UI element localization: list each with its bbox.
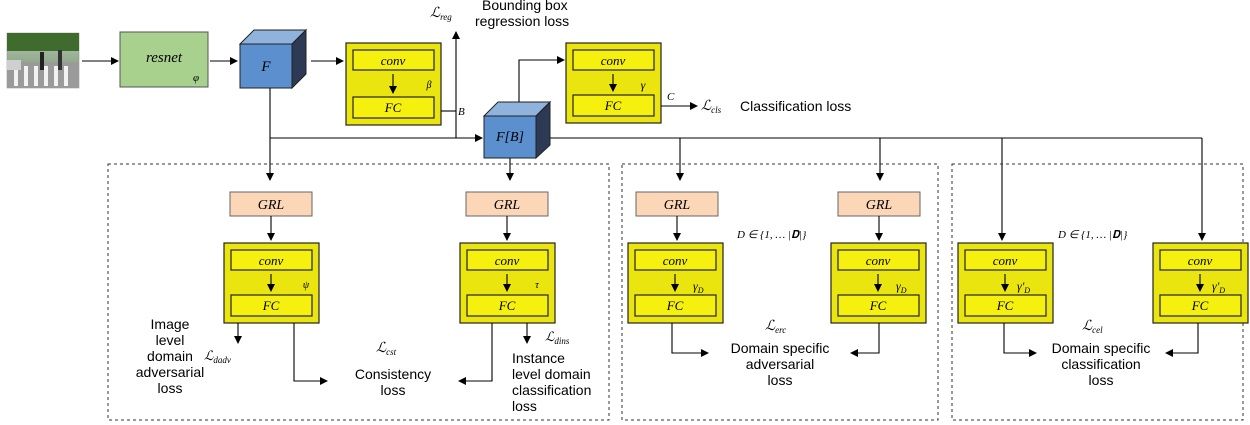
Ldadv-text-1: Image xyxy=(151,316,190,332)
grl-box-2: GRL xyxy=(465,191,549,217)
input-image xyxy=(6,32,80,89)
conv-label: conv xyxy=(381,53,406,68)
B-label: B xyxy=(458,106,465,118)
region-cel xyxy=(951,163,1244,421)
Lcst-symbol: ℒcst xyxy=(376,341,397,357)
arrow-to-Lcst-right xyxy=(458,323,493,385)
resnet-param: φ xyxy=(193,72,199,84)
fc-label: FC xyxy=(666,298,684,313)
F-label: F xyxy=(260,59,271,75)
FB-label: F[B] xyxy=(495,130,524,145)
domain-set-label-cel: D ∈ {1, … |𝐃|} xyxy=(1057,229,1128,241)
fc-label: FC xyxy=(384,100,402,115)
Ldins-text-1: Instance xyxy=(512,350,565,366)
feature-map-F: F xyxy=(238,28,308,90)
grl-box-1: GRL xyxy=(229,191,313,217)
conv-fc-block-beta: conv FC β xyxy=(345,42,442,126)
Lcls-symbol: ℒcls xyxy=(701,99,722,115)
region-image-instance xyxy=(107,163,610,421)
conv-label: conv xyxy=(259,253,284,268)
grl-box-4: GRL xyxy=(837,191,921,217)
Lerc-text-1: Domain specific xyxy=(731,340,830,356)
grl-label: GRL xyxy=(494,198,521,213)
Lcls-text: Classification loss xyxy=(740,98,851,114)
conv-fc-block-tau: conv FC τ xyxy=(459,242,556,324)
grl-box-3: GRL xyxy=(635,191,719,217)
Lerc-symbol: ℒerc xyxy=(765,319,786,335)
domain-set-label-erc: D ∈ {1, … |𝐃|} xyxy=(736,229,807,241)
Lerc-text-2: adversarial xyxy=(746,356,814,372)
fc-label: FC xyxy=(498,298,516,313)
conv-label: conv xyxy=(663,253,688,268)
arrow-FB-gamma xyxy=(518,56,565,102)
fc-label: FC xyxy=(604,98,622,113)
Lcel-text-1: Domain specific xyxy=(1052,340,1151,356)
conv-fc-block-gamma: conv FC γ xyxy=(565,42,662,124)
tau-param: τ xyxy=(535,280,539,291)
fc-label: FC xyxy=(1191,298,1209,313)
Ldins-text-4: loss xyxy=(512,398,537,414)
beta-param: β xyxy=(426,80,432,91)
arrow-to-Lcst-left xyxy=(293,323,328,385)
gammaPrimeD-param: γ'D xyxy=(1017,279,1030,295)
fc-label: FC xyxy=(262,298,280,313)
fc-label: FC xyxy=(996,298,1014,313)
conv-fc-block-gammaD-2: conv FC γD xyxy=(830,242,927,324)
conv-label: conv xyxy=(601,53,626,68)
gammaD-param: γD xyxy=(896,279,907,295)
gammaPrimeD-param: γ'D xyxy=(1212,279,1225,295)
grl-label: GRL xyxy=(664,198,691,213)
conv-fc-block-psi: conv FC ψ xyxy=(223,242,320,324)
fc-label: FC xyxy=(869,298,887,313)
Lerc-text-3: loss xyxy=(768,372,793,388)
gamma-param: γ xyxy=(641,78,646,92)
conv-label: conv xyxy=(866,253,891,268)
Lreg-text-1: Bounding box xyxy=(482,0,568,13)
grl-label: GRL xyxy=(258,198,285,213)
conv-fc-block-gammaPrimeD-1: conv FC γ'D xyxy=(957,242,1054,324)
Ldadv-symbol: ℒdadv xyxy=(204,348,231,365)
arrow-to-Lcel-left xyxy=(1003,323,1037,357)
conv-label: conv xyxy=(993,253,1018,268)
C-label: C xyxy=(667,91,675,103)
arrow-to-Lerc-left xyxy=(671,323,709,357)
resnet-label: resnet xyxy=(146,50,183,66)
region-erc xyxy=(621,163,939,421)
gammaD-param: γD xyxy=(693,279,704,295)
conv-label: conv xyxy=(1188,253,1213,268)
Lreg-text-2: regression loss xyxy=(475,13,569,29)
conv-label: conv xyxy=(495,253,520,268)
feature-map-FB: F[B] xyxy=(482,100,552,160)
Ldadv-text-5: loss xyxy=(158,380,183,396)
resnet-block: resnet φ xyxy=(119,31,209,88)
Lcel-symbol: ℒcel xyxy=(1082,319,1103,335)
arrow-to-Lerc-right xyxy=(850,323,880,357)
Lreg-symbol: ℒreg xyxy=(430,6,452,22)
Lcst-text-1: Consistency xyxy=(355,366,431,382)
Ldadv-text-3: domain xyxy=(147,348,193,364)
arrow-to-Lcel-right xyxy=(1165,323,1199,357)
conv-fc-block-gammaD-1: conv FC γD xyxy=(627,242,724,324)
Ldadv-text-2: level xyxy=(156,332,185,348)
Ldins-text-2: level domain xyxy=(512,366,591,382)
conv-fc-block-gammaPrimeD-2: conv FC γ'D xyxy=(1152,242,1249,324)
Lcel-text-2: classification xyxy=(1061,356,1140,372)
Ldadv-text-4: adversarial xyxy=(136,364,204,380)
grl-label: GRL xyxy=(866,198,893,213)
Ldins-text-3: classification xyxy=(512,382,591,398)
Ldins-symbol: ℒdins xyxy=(545,329,570,346)
Lcel-text-3: loss xyxy=(1089,372,1114,388)
psi-param: ψ xyxy=(303,280,310,291)
Lcst-text-2: loss xyxy=(381,382,406,398)
